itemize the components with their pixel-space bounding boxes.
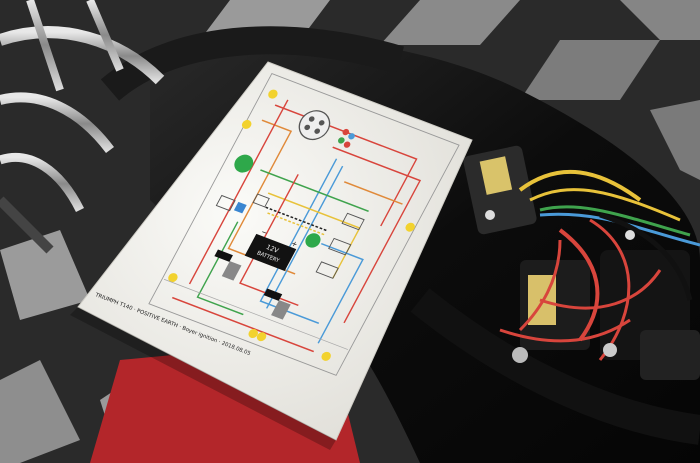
headlamp-symbol xyxy=(298,110,331,141)
wiring-diagram-sheet: 12V BATTERY − + TRIUMPH T140 · POSITIVE … xyxy=(77,61,473,441)
battery-symbol: 12V BATTERY − + xyxy=(244,227,300,271)
schematic-wires xyxy=(171,99,422,353)
bulb-icon xyxy=(268,89,278,99)
battery-minus-terminal: − xyxy=(260,227,270,237)
bulb-icon xyxy=(405,222,415,232)
chrome-luggage-rack xyxy=(0,0,165,254)
rectifier-symbol xyxy=(305,233,321,248)
bulb-icon xyxy=(248,329,258,338)
ignition-coil-symbol xyxy=(214,249,242,281)
bulb-icon xyxy=(321,351,331,361)
bulb-icon xyxy=(241,119,252,129)
ignition-coil-symbol xyxy=(263,288,291,320)
bulb-icon xyxy=(168,273,178,283)
fuse-symbol xyxy=(233,201,247,214)
ignition-switch-symbol xyxy=(234,154,254,173)
bulb-icon xyxy=(256,332,267,342)
schematic: 12V BATTERY − + xyxy=(148,72,460,376)
battery-voltage-label: 12V xyxy=(265,243,281,255)
wiring-harness xyxy=(463,145,700,380)
battery-plus-terminal: + xyxy=(290,239,300,249)
